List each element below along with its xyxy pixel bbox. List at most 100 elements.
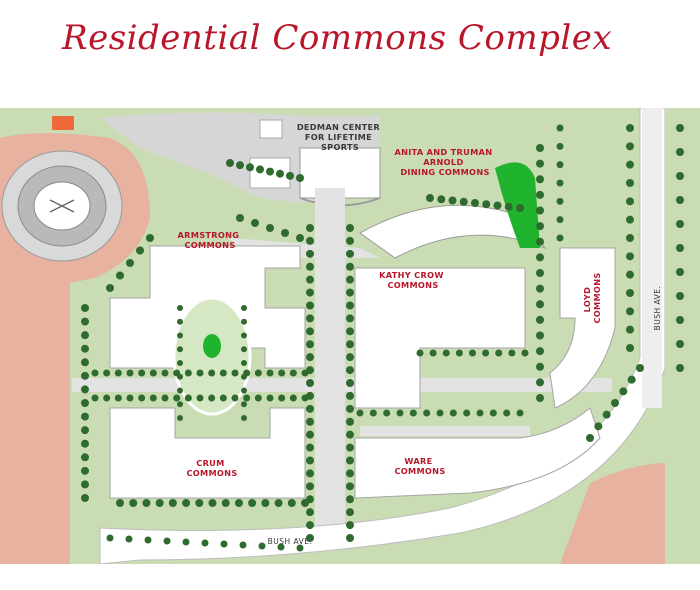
orange-marker <box>52 116 74 130</box>
tree <box>177 415 183 421</box>
tree <box>129 499 138 507</box>
tree <box>251 219 259 227</box>
tree <box>184 369 192 377</box>
tree <box>306 366 314 375</box>
tree <box>346 262 354 271</box>
east-lawn <box>665 108 700 564</box>
tree <box>219 394 227 402</box>
tree <box>536 300 544 309</box>
tree <box>356 409 364 417</box>
tree <box>536 331 544 340</box>
tree <box>81 317 89 326</box>
ware-commons-building <box>354 407 601 499</box>
tree <box>626 252 634 261</box>
tree <box>306 236 314 245</box>
tree <box>626 234 634 242</box>
tree <box>536 175 544 184</box>
tree <box>138 394 146 402</box>
tree <box>676 220 684 228</box>
tree <box>536 159 544 168</box>
tree <box>248 499 257 507</box>
tree <box>636 364 644 372</box>
tree <box>346 224 354 232</box>
tree <box>266 369 274 377</box>
tree <box>346 469 354 478</box>
tree <box>306 379 314 387</box>
tree <box>503 409 511 417</box>
tree <box>627 375 636 384</box>
tree <box>246 163 254 172</box>
tree <box>81 426 89 435</box>
tree <box>442 349 450 357</box>
tree <box>306 391 314 400</box>
tree <box>208 394 216 402</box>
tree <box>182 499 191 507</box>
tree <box>676 172 684 180</box>
tree <box>346 340 354 349</box>
tree <box>346 353 354 362</box>
tree <box>142 499 151 507</box>
tree <box>306 314 314 323</box>
tree <box>103 369 111 377</box>
tree <box>436 409 444 417</box>
tree <box>455 349 463 357</box>
tree <box>286 171 294 180</box>
tree <box>556 216 564 224</box>
tree <box>236 214 244 222</box>
tree <box>161 369 169 377</box>
tree <box>126 369 134 377</box>
tree <box>276 169 284 178</box>
tree <box>296 174 304 182</box>
tree <box>177 373 183 380</box>
tree <box>256 165 264 174</box>
tree <box>306 443 314 452</box>
tree <box>106 534 114 542</box>
tree <box>536 394 544 402</box>
tree <box>346 404 354 413</box>
tree <box>556 234 564 242</box>
tree <box>177 332 183 339</box>
tree <box>296 544 304 552</box>
tree <box>626 160 634 169</box>
tree <box>676 244 684 252</box>
tree <box>161 394 169 402</box>
tree <box>489 409 497 417</box>
tree <box>676 148 684 156</box>
ware-label: WARE COMMONS <box>394 456 445 476</box>
kathy-crow-label: KATHY CROW COMMONS <box>379 270 447 290</box>
tree <box>482 200 491 209</box>
tree <box>177 401 183 408</box>
tree <box>396 409 404 417</box>
kathy-crow-commons-building <box>354 267 526 409</box>
tree <box>266 167 274 176</box>
trees <box>81 124 684 552</box>
tree <box>81 412 89 421</box>
tree <box>459 197 468 206</box>
tree <box>409 409 417 417</box>
tree <box>482 349 490 357</box>
crum-label: CRUM COMMONS <box>186 458 237 478</box>
tree <box>556 179 564 187</box>
tree <box>346 366 354 375</box>
tree <box>289 369 297 377</box>
tree <box>536 237 544 246</box>
tree <box>306 340 314 349</box>
oval-centerpiece <box>203 334 221 358</box>
tree <box>346 379 354 387</box>
tree <box>594 422 603 431</box>
tree <box>149 394 157 402</box>
tree <box>208 369 216 377</box>
tree <box>126 259 134 267</box>
tree <box>346 236 354 245</box>
tree <box>536 206 544 215</box>
tree <box>266 394 274 402</box>
tree <box>226 159 234 167</box>
tree <box>448 196 457 205</box>
tree <box>471 199 479 207</box>
tree <box>234 499 243 507</box>
tree <box>114 394 122 402</box>
tree <box>676 316 684 324</box>
tree <box>201 539 209 547</box>
tree <box>383 409 391 417</box>
loyd-label: LOYD COMMONS <box>582 272 602 323</box>
